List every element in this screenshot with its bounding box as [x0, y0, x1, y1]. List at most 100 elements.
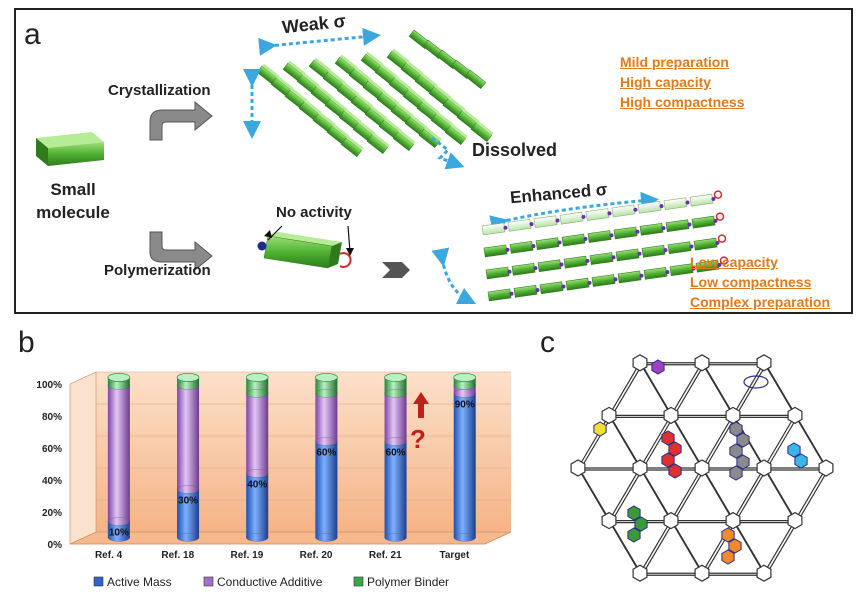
benzene-ring [725, 511, 741, 530]
bar-segment-edge [453, 381, 476, 390]
y-tick-label: 40% [42, 476, 62, 487]
framework-link [639, 467, 672, 521]
bar-top [176, 373, 200, 382]
bar-value-label: 60% [316, 447, 336, 458]
polymer-segment [693, 237, 720, 251]
polymer-segment [591, 274, 618, 287]
crystal-block [366, 132, 390, 154]
legend-label: Active Mass [107, 575, 172, 589]
benzene-ring [818, 459, 834, 477]
chain-end [719, 256, 729, 265]
y-tick-label: 80% [42, 412, 62, 423]
category-label: Ref. 19 [231, 550, 264, 561]
category-label: Ref. 18 [161, 550, 194, 561]
polymer-segment [613, 226, 640, 240]
crystal-block [402, 87, 426, 109]
top-notes: Mild preparation High capacity High comp… [620, 52, 744, 112]
bar-stack: 60% [315, 373, 338, 542]
panel-c-letter: c [540, 326, 555, 359]
guest-molecule [593, 421, 607, 437]
category-label: Ref. 21 [369, 550, 402, 561]
guest-ring [593, 421, 607, 437]
polymer-segment [611, 204, 638, 218]
label-polymerization: Polymerization [104, 262, 211, 279]
bar-segment [315, 377, 338, 394]
polymer-segment [691, 215, 718, 229]
bar-segment-edge [384, 389, 407, 398]
bottom-note-3: Complex preparation [690, 294, 831, 310]
bar-segment-edge [246, 469, 269, 478]
benzene-ring [663, 511, 679, 530]
crystal-block [362, 78, 386, 100]
polymer-segment [643, 266, 670, 280]
chain-end [713, 190, 723, 199]
polymer-segment [511, 262, 538, 276]
crystal-block [392, 129, 416, 151]
chart-y-ticks: 0%20%40%60%80%100% [36, 380, 62, 551]
polymer-segment [641, 244, 668, 258]
polymer-segment [669, 263, 696, 277]
label-no-activity: No activity [276, 204, 352, 221]
benzene-ring [601, 511, 617, 530]
benzene-ring [632, 459, 648, 477]
framework-guests [593, 359, 808, 565]
bar-segment [107, 521, 130, 538]
benzene-ring [756, 459, 772, 477]
bar-stack: 60% [384, 373, 407, 542]
polymer-segment [535, 237, 562, 251]
guest-ring [736, 432, 750, 448]
guest-ring [627, 527, 641, 543]
bar-segment-edge [107, 517, 131, 526]
polymer-segment [483, 244, 510, 258]
panel-a-frame [14, 8, 853, 314]
bar-segment [384, 377, 407, 394]
legend-item: Conductive Additive [203, 575, 323, 589]
polymer-segment [481, 222, 508, 236]
crystal-block [444, 123, 468, 145]
monomer-block [257, 232, 352, 269]
y-tick-label: 20% [42, 508, 62, 519]
bar-segment [384, 393, 407, 442]
guest-ring [721, 549, 735, 565]
polymer-segment [487, 288, 514, 302]
benzene-ring [694, 354, 710, 372]
label-small: Small [50, 180, 96, 199]
polymer-segment [617, 270, 644, 284]
polymer-segment [689, 193, 716, 207]
bar-value-label: 10% [109, 527, 129, 538]
legend-item: Polymer Binder [353, 575, 449, 589]
legend-swatch [93, 576, 104, 587]
polymer-segment [513, 284, 540, 298]
crystal-block [334, 54, 358, 76]
crystal-block [470, 120, 494, 142]
chart-grid [96, 371, 511, 533]
guest-ring [787, 442, 801, 458]
panel-a-diagram [36, 27, 729, 305]
guest-molecule [787, 442, 808, 469]
benzene-ring [787, 511, 803, 530]
polymer-segment [587, 230, 614, 243]
chart-legend: Active Mass Conductive Additive Polymer Bi… [93, 575, 449, 589]
bar-segment-edge [176, 533, 200, 542]
polymer-segment [615, 248, 642, 262]
framework-link [701, 362, 734, 416]
bar-segment [315, 393, 338, 442]
benzene-ring [632, 354, 648, 372]
benzene-ring [725, 406, 741, 425]
framework-link [641, 417, 674, 471]
small-molecule-block [36, 132, 104, 166]
framework-link [734, 469, 767, 523]
polymer-segment [533, 215, 560, 229]
bar-segment-edge [107, 381, 131, 390]
bar-segment [315, 441, 338, 538]
weak-sigma-arrow [258, 27, 381, 56]
bar-value-label: 90% [455, 399, 475, 410]
framework-link [670, 362, 703, 416]
bar-segment-edge [453, 533, 476, 542]
guest-molecule [721, 527, 742, 565]
bar-segment [177, 385, 200, 490]
bar-segment-edge [315, 437, 338, 446]
question-mark: ? [410, 424, 426, 454]
benzene-ring [756, 564, 772, 582]
